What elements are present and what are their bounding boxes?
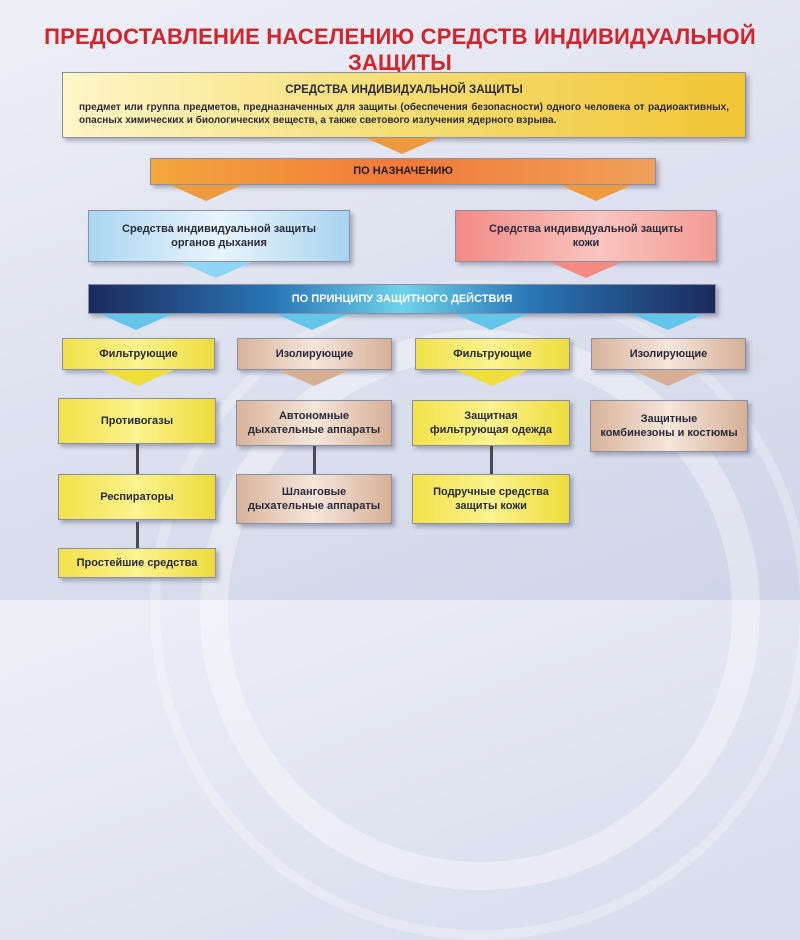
type-isolating-respiratory: Изолирующие bbox=[237, 338, 392, 370]
respiratory-protection-box: Средства индивидуальной защиты органов д… bbox=[88, 210, 350, 262]
definition-heading: СРЕДСТВА ИНДИВИДУАЛЬНОЙ ЗАЩИТЫ bbox=[285, 83, 523, 96]
arrow-principle-to-type-3 bbox=[455, 314, 527, 330]
item-autonomous-breathing-apparatus: Автономные дыхательные аппараты bbox=[236, 400, 392, 446]
autonomous-line-1: Автономные bbox=[278, 409, 350, 422]
arrow-respiratory-to-principle bbox=[180, 262, 252, 278]
item-protective-suits: Защитные комбинезоны и костюмы bbox=[590, 400, 748, 452]
definition-text: предмет или группа предметов, предназнач… bbox=[79, 102, 729, 127]
arrow-purpose-to-skin bbox=[560, 185, 632, 201]
autonomous-line-2: дыхательные аппараты bbox=[247, 424, 381, 436]
type-isolating-skin: Изолирующие bbox=[591, 338, 746, 370]
suits-line-2: комбинезоны и костюмы bbox=[600, 427, 738, 439]
arrow-type-4-down bbox=[632, 370, 704, 386]
arrow-type-3-down bbox=[456, 370, 528, 386]
filtering-clothing-line-1: Защитная bbox=[464, 409, 518, 422]
respiratory-line-2: органов дыхания bbox=[171, 237, 267, 249]
skin-line-2: кожи bbox=[572, 237, 600, 249]
item-filtering-clothing: Защитная фильтрующая одежда bbox=[412, 400, 570, 446]
connector-col2 bbox=[313, 446, 316, 474]
item-simplest-means: Простейшие средства bbox=[58, 548, 216, 578]
skin-line-1: Средства индивидуальной защиты bbox=[489, 222, 683, 235]
definition-box: СРЕДСТВА ИНДИВИДУАЛЬНОЙ ЗАЩИТЫ предмет и… bbox=[62, 72, 746, 138]
item-respirators: Респираторы bbox=[58, 474, 216, 520]
suits-line-1: Защитные bbox=[640, 412, 698, 425]
page-title: ПРЕДОСТАВЛЕНИЕ НАСЕЛЕНИЮ СРЕДСТВ ИНДИВИД… bbox=[44, 24, 756, 75]
arrow-principle-to-type-2 bbox=[276, 314, 348, 330]
respiratory-line-1: Средства индивидуальной защиты bbox=[122, 222, 316, 235]
item-gas-masks: Противогазы bbox=[58, 398, 216, 444]
arrow-type-1-down bbox=[102, 370, 174, 386]
arrow-type-2-down bbox=[278, 370, 350, 386]
arrow-purpose-to-respiratory bbox=[170, 185, 242, 201]
item-hose-breathing-apparatus: Шланговые дыхательные аппараты bbox=[236, 474, 392, 524]
type-filtering-skin: Фильтрующие bbox=[415, 338, 570, 370]
arrow-skin-to-principle bbox=[550, 262, 622, 278]
arrow-principle-to-type-4 bbox=[632, 314, 704, 330]
hose-line-1: Шланговые bbox=[281, 485, 347, 498]
connector-col3 bbox=[490, 446, 493, 474]
by-principle-bar: ПО ПРИНЦИПУ ЗАЩИТНОГО ДЕЙСТВИЯ bbox=[88, 284, 716, 314]
skin-protection-box: Средства индивидуальной защиты кожи bbox=[455, 210, 717, 262]
connector-col1-b bbox=[136, 522, 139, 548]
arrow-principle-to-type-1 bbox=[100, 314, 172, 330]
hose-line-2: дыхательные аппараты bbox=[247, 500, 381, 512]
type-filtering-respiratory: Фильтрующие bbox=[62, 338, 215, 370]
by-purpose-bar: ПО НАЗНАЧЕНИЮ bbox=[150, 158, 656, 185]
connector-col1-a bbox=[136, 444, 139, 474]
improvised-line-1: Подручные средства bbox=[433, 485, 549, 498]
item-improvised-skin-protection: Подручные средства защиты кожи bbox=[412, 474, 570, 524]
filtering-clothing-line-2: фильтрующая одежда bbox=[429, 424, 553, 436]
improvised-line-2: защиты кожи bbox=[455, 500, 527, 512]
arrow-definition-to-purpose bbox=[366, 138, 438, 154]
